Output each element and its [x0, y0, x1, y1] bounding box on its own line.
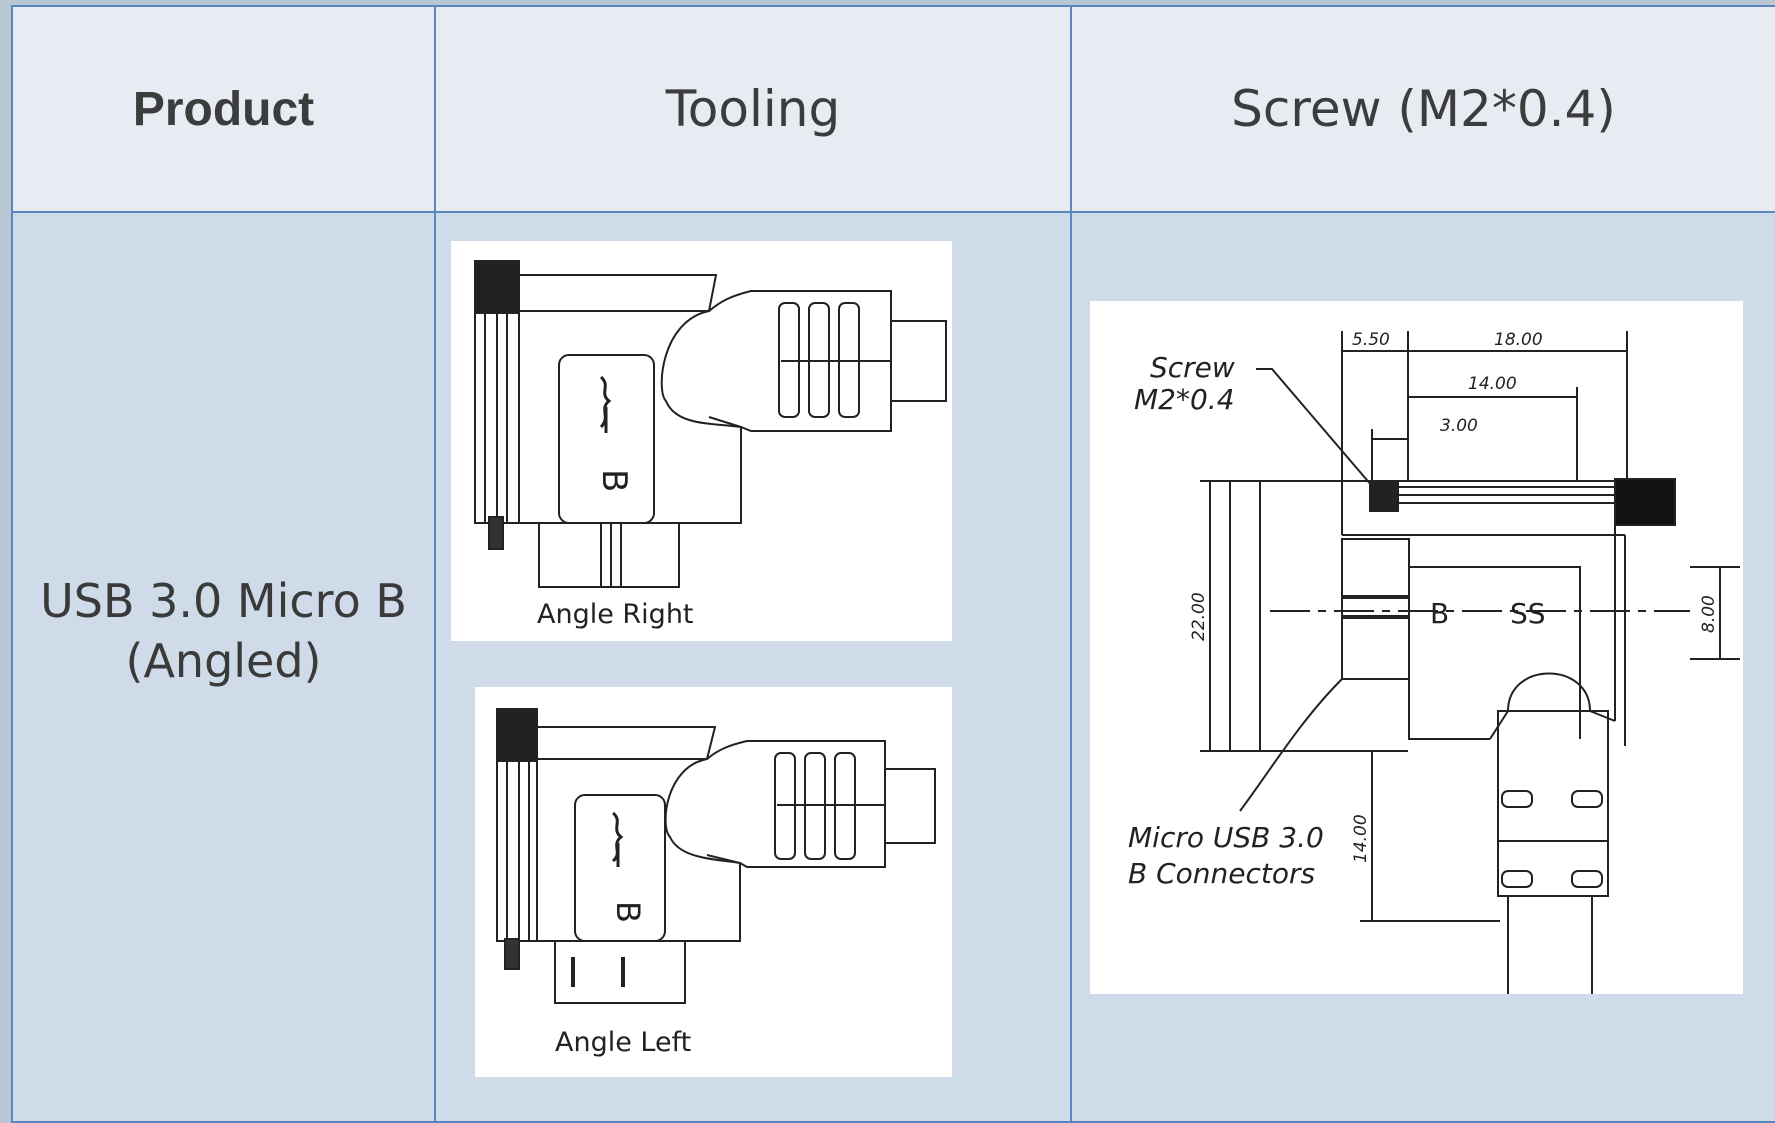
dim-14-00-top: 14.00: [1468, 374, 1517, 394]
angle-left-caption: Angle Left: [555, 1027, 691, 1058]
header-screw-label: Screw (M2*0.4): [1231, 80, 1616, 138]
dim-18-00: 18.00: [1494, 330, 1543, 350]
angle-right-b-marking: B: [594, 469, 634, 492]
callout-connector-line2: B Connectors: [1128, 857, 1315, 890]
angle-left-drawing: B Angle Left: [475, 687, 952, 1077]
screw-dimension-drawing: 5.50 18.00 14.00 3.00 22.00 8.00 14.00 S…: [1090, 301, 1743, 994]
cell-screw: 5.50 18.00 14.00 3.00 22.00 8.00 14.00 S…: [1072, 213, 1775, 1123]
header-tooling-label: Tooling: [665, 80, 841, 138]
dim-8-00: 8.00: [1699, 595, 1719, 633]
product-name-line1: USB 3.0 Micro B: [40, 574, 407, 628]
dim-22-00: 22.00: [1189, 592, 1209, 641]
body-ss-marking: SS: [1510, 597, 1546, 630]
body-b-marking: B: [1430, 597, 1449, 630]
angle-right-caption: Angle Right: [537, 599, 694, 630]
cell-product: USB 3.0 Micro B (Angled): [13, 213, 436, 1123]
screw-dimension-image: 5.50 18.00 14.00 3.00 22.00 8.00 14.00 S…: [1128, 330, 1740, 994]
header-screw: Screw (M2*0.4): [1072, 7, 1775, 213]
header-product-label: Product: [132, 82, 315, 136]
angle-right-connector-image: B Angle Right: [474, 260, 947, 630]
callout-screw-line2: M2*0.4: [1134, 383, 1235, 416]
cell-tooling: B Angle Right: [436, 213, 1072, 1123]
product-name-line2: (Angled): [125, 634, 322, 688]
header-product: Product: [13, 7, 436, 213]
product-name: USB 3.0 Micro B (Angled): [13, 571, 434, 691]
dim-3-00: 3.00: [1440, 416, 1478, 436]
angle-left-b-marking: B: [609, 901, 647, 923]
callout-connector-line1: Micro USB 3.0: [1128, 821, 1324, 854]
header-tooling: Tooling: [436, 7, 1072, 213]
dim-5-50: 5.50: [1352, 330, 1390, 350]
dim-14-00-side: 14.00: [1351, 814, 1371, 863]
callout-screw-line1: Screw: [1150, 351, 1235, 384]
angle-right-drawing: B Angle Right: [451, 241, 952, 641]
product-table: Product Tooling Screw (M2*0.4) USB 3.0 M…: [11, 5, 1775, 1123]
angle-left-connector-image: B Angle Left: [496, 708, 936, 1058]
